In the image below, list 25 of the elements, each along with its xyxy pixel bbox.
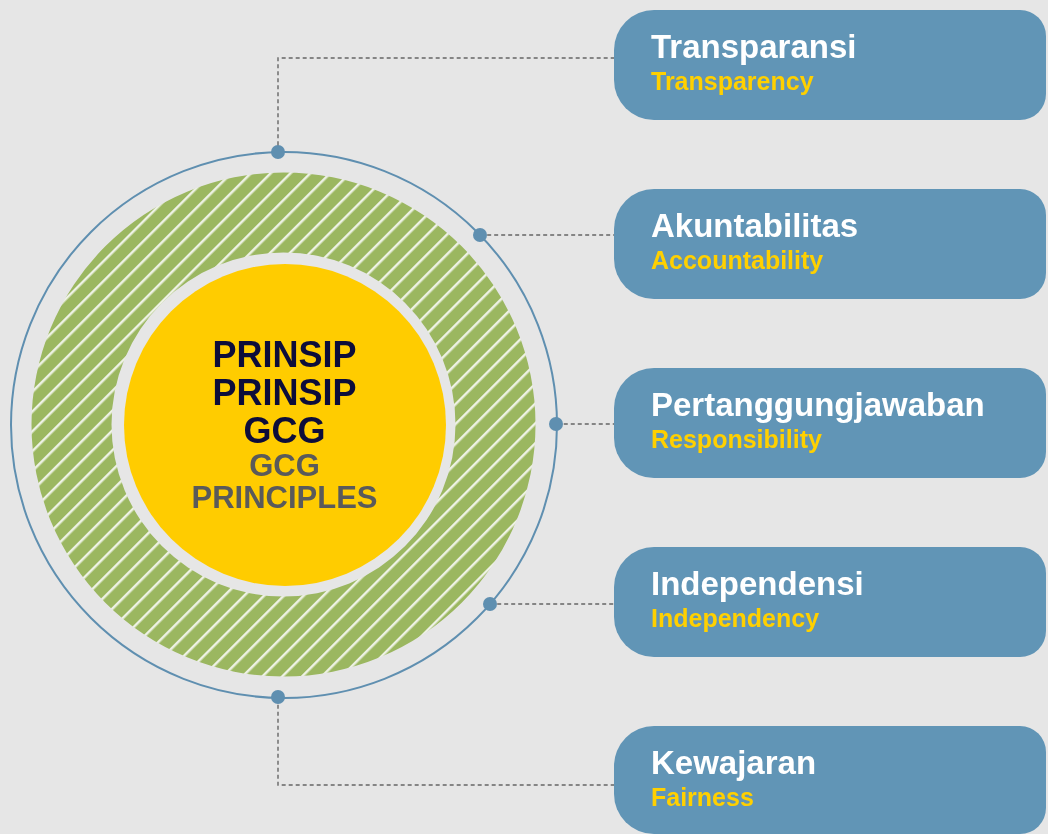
principle-card: [614, 368, 1046, 478]
principle-title: Akuntabilitas: [651, 207, 859, 245]
principle-translation: Accountability: [651, 245, 824, 275]
dashed-connector: [277, 57, 615, 146]
principle-translation: Fairness: [651, 782, 754, 812]
principle-card: [614, 726, 1046, 834]
principle-translation: Responsibility: [651, 424, 822, 454]
principle-card: [614, 547, 1046, 657]
dashed-connector: [496, 603, 615, 605]
principle-translation: Independency: [651, 603, 820, 633]
dashed-connector: [486, 234, 615, 236]
dashed-connector: [277, 703, 615, 786]
connector-dot: [270, 144, 285, 159]
dashed-connector: [563, 423, 615, 425]
principle-translation: Transparency: [651, 66, 814, 96]
connector-dot: [270, 690, 285, 705]
connector-dot: [549, 416, 564, 431]
connector-dot: [472, 227, 487, 242]
principle-title: Independensi: [651, 565, 864, 603]
connector-dot: [482, 596, 497, 611]
principle-card: [614, 189, 1046, 299]
principle-title: Kewajaran: [651, 744, 817, 782]
principle-card: [614, 10, 1046, 120]
principle-title: Transparansi: [651, 28, 857, 66]
principle-title: Pertanggungjawaban: [651, 386, 985, 424]
